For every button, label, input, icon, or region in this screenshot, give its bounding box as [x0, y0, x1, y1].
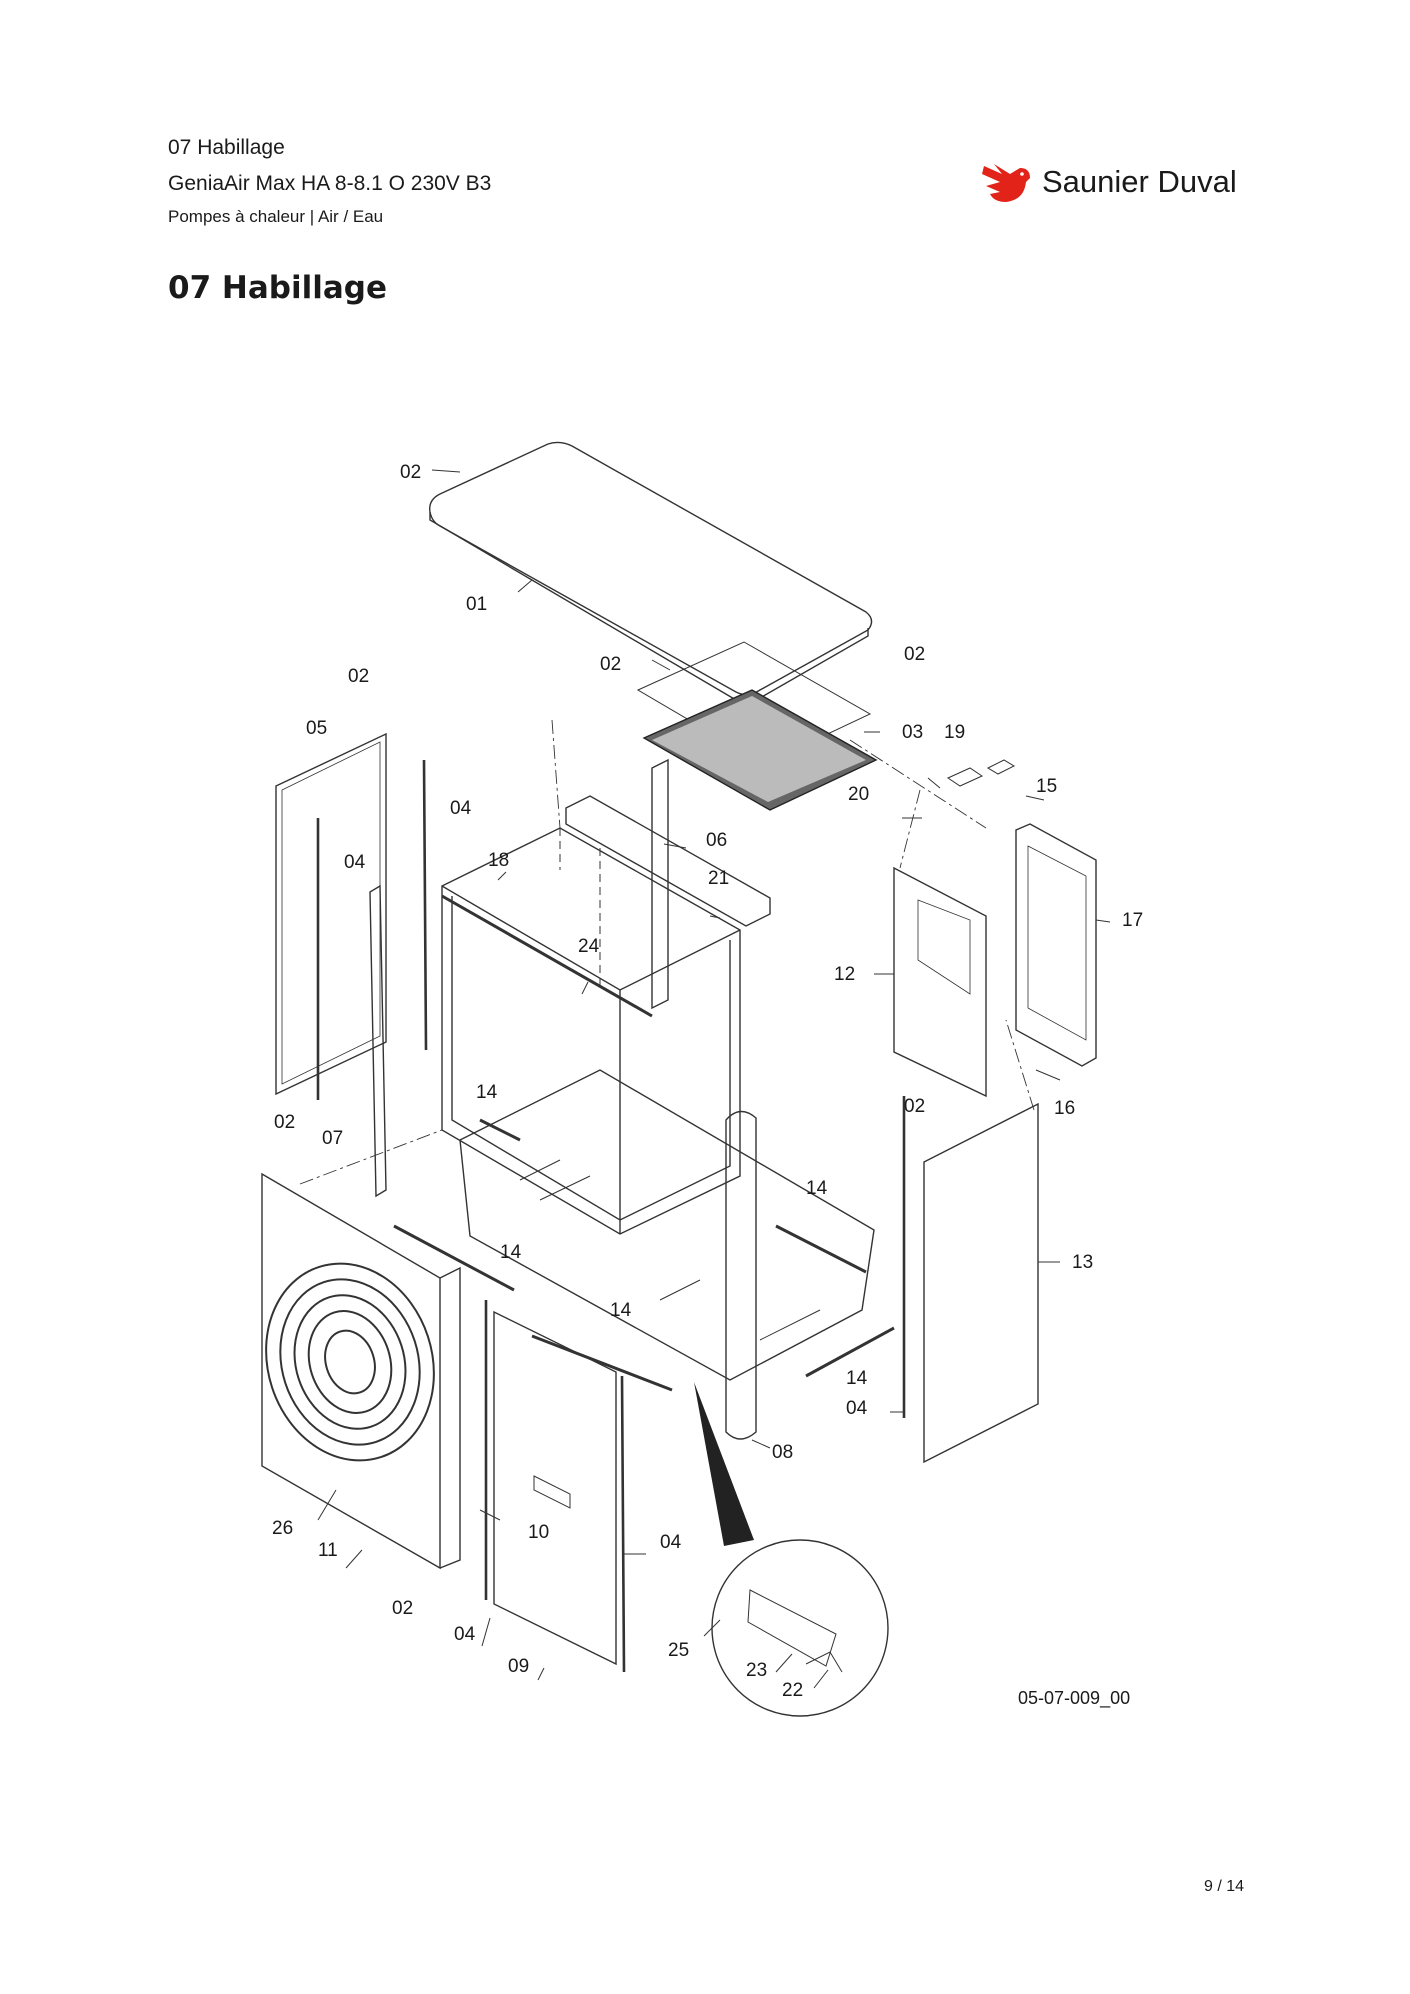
rear-panel-13	[923, 1102, 1039, 1464]
callout-label: 02	[400, 462, 421, 483]
callout-label: 24	[578, 936, 600, 957]
callout-label: 14	[500, 1242, 522, 1263]
column-06	[651, 758, 669, 1010]
fan-grille	[265, 1262, 435, 1462]
callout-label: 07	[322, 1128, 343, 1149]
callout-label: 14	[806, 1178, 828, 1199]
brand-name: Saunier Duval	[1042, 164, 1237, 199]
base-tray	[459, 1069, 875, 1381]
bar-24	[441, 894, 653, 1018]
callout-label: 21	[708, 868, 729, 889]
callout-label: 22	[782, 1680, 803, 1701]
callout-label: 25	[668, 1640, 689, 1661]
callout-label: 04	[454, 1624, 476, 1645]
service-cover-17	[1015, 823, 1097, 1067]
top-cover	[429, 441, 873, 696]
callout-label: 02	[348, 666, 369, 687]
callout-label: 02	[274, 1112, 295, 1133]
callout-label: 14	[610, 1300, 632, 1321]
callout-label: 04	[344, 852, 366, 873]
corner-post-08	[725, 1110, 757, 1440]
callout-label: 11	[318, 1540, 338, 1561]
callout-label: 23	[746, 1660, 767, 1681]
front-panel-09	[493, 1310, 617, 1666]
frame	[441, 827, 741, 1235]
header-product: GeniaAir Max HA 8-8.1 O 230V B3	[168, 172, 492, 195]
side-panel-12	[893, 866, 987, 1098]
callout-label: 17	[1122, 910, 1143, 931]
bird-icon	[982, 164, 1030, 202]
brand-logo: Saunier Duval	[980, 160, 1260, 210]
callout-label: 04	[660, 1532, 682, 1553]
callout-label: 06	[706, 830, 727, 851]
page-title: 07 Habillage	[168, 270, 387, 306]
label-10	[533, 1475, 571, 1509]
callout-label: 08	[772, 1442, 793, 1463]
callout-label: 03	[902, 722, 923, 743]
callout-label: 18	[488, 850, 509, 871]
page-number: 9 / 14	[1204, 1878, 1245, 1895]
callout-label: 04	[846, 1398, 868, 1419]
fan-panel-11	[261, 1172, 441, 1570]
callout-label: 02	[600, 654, 621, 675]
callout-label: 04	[450, 798, 472, 819]
callout-label: 02	[904, 1096, 925, 1117]
callout-label: 14	[476, 1082, 498, 1103]
callout-label: 02	[392, 1598, 413, 1619]
callout-label: 01	[466, 594, 487, 615]
header-category: Pompes à chaleur | Air / Eau	[168, 207, 384, 226]
bar-21	[565, 795, 771, 927]
callout-label: 13	[1072, 1252, 1093, 1273]
callout-label: 12	[834, 964, 855, 985]
callout-label: 02	[904, 644, 925, 665]
callout-label: 16	[1054, 1098, 1075, 1119]
callout-label: 09	[508, 1656, 529, 1677]
left-panel-05	[275, 732, 387, 1096]
strip-07	[369, 884, 387, 1198]
bracket-19	[946, 759, 1016, 787]
callout-label: 20	[848, 784, 869, 805]
callout-labels: 02 01 02 02 03 19 15 20 02 05 04 04 06 1…	[272, 462, 1143, 1701]
callout-label: 14	[846, 1368, 868, 1389]
callout-label: 05	[306, 718, 327, 739]
drawing-reference: 05-07-009_00	[1018, 1688, 1131, 1708]
callout-label: 26	[272, 1518, 293, 1539]
callout-label: 15	[1036, 776, 1057, 797]
callout-label: 19	[944, 722, 965, 743]
header-section: 07 Habillage	[168, 136, 285, 159]
callout-label: 10	[528, 1522, 549, 1543]
